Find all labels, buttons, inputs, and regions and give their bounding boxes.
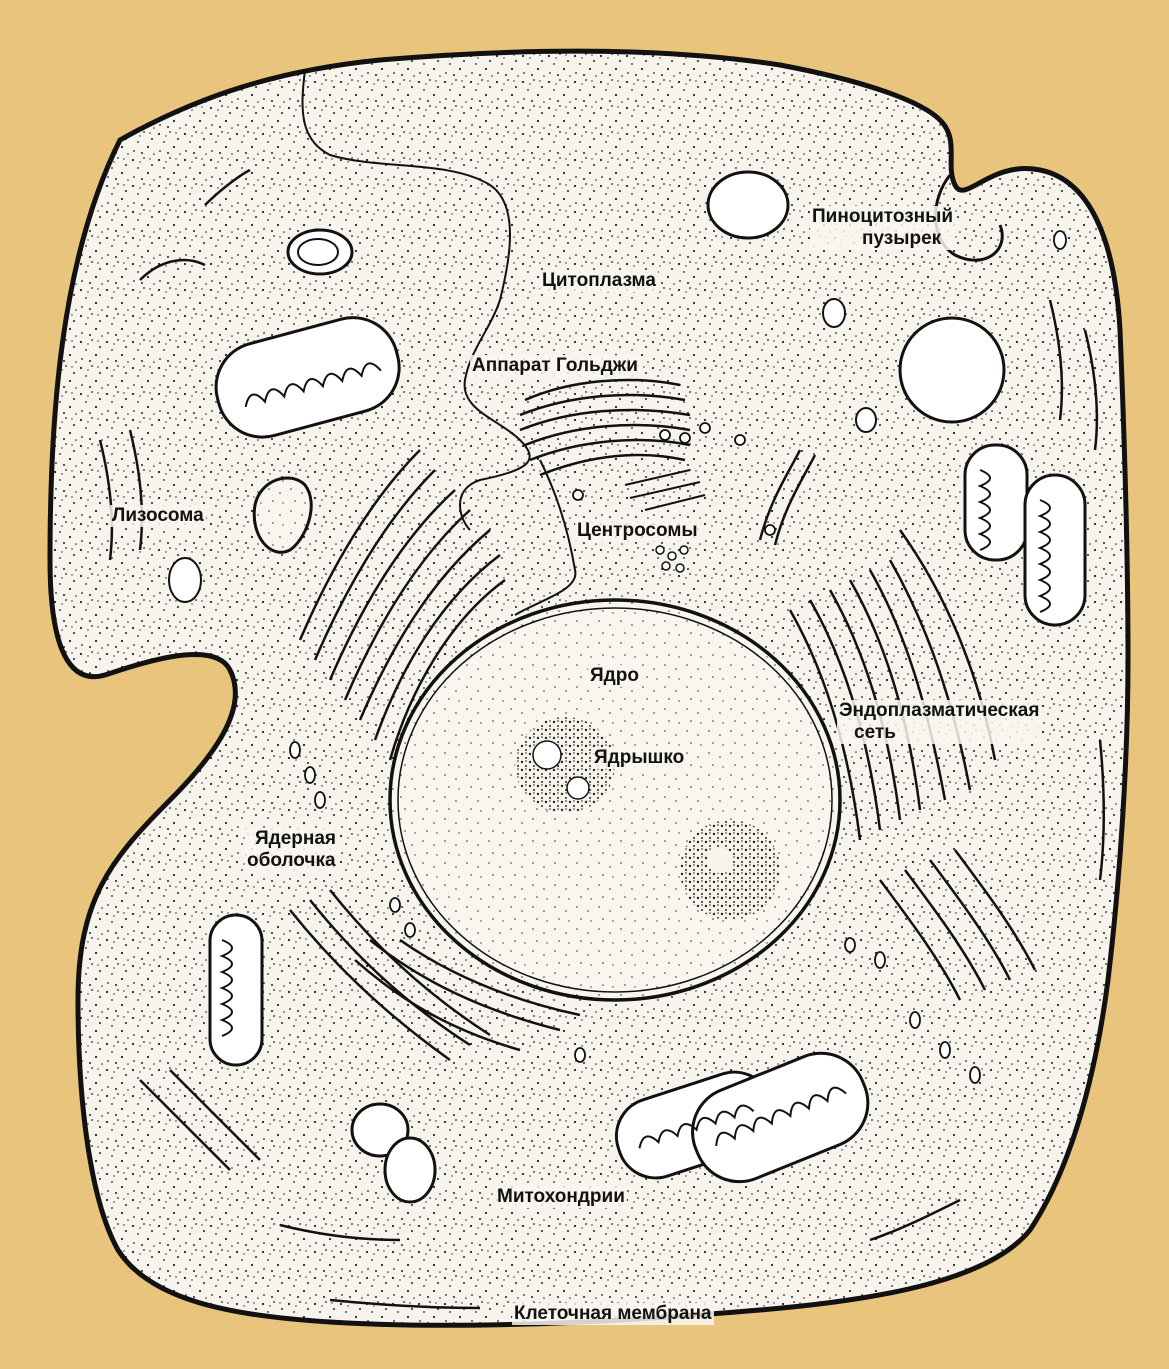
label-nuclear-envelope: Ядерная оболочка: [245, 828, 338, 872]
nucleolus-2: [680, 820, 780, 920]
pinocytic-vesicle-1: [708, 172, 788, 238]
label-mitochondria: Митохондрии: [495, 1186, 627, 1208]
nucleus: [390, 600, 840, 1000]
vesicle-large: [900, 318, 1004, 422]
label-lysosome: Лизосома: [110, 505, 206, 527]
label-centrosomes: Центросомы: [575, 520, 700, 542]
label-pinocytic-vesicle: Пиноцитозный пузырек: [810, 206, 955, 250]
vesicle-small-3: [169, 558, 201, 602]
label-nucleus: Ядро: [588, 665, 641, 687]
vesicle-small-1: [823, 299, 845, 327]
vesicle-small-2: [856, 408, 876, 432]
label-golgi: Аппарат Гольджи: [470, 355, 640, 377]
label-nucleolus: Ядрышко: [592, 747, 686, 769]
label-cytoplasm: Цитоплазма: [540, 270, 658, 292]
label-er: Эндоплазматическая сеть: [837, 700, 1041, 744]
label-cell-membrane: Клеточная мембрана: [512, 1303, 714, 1325]
